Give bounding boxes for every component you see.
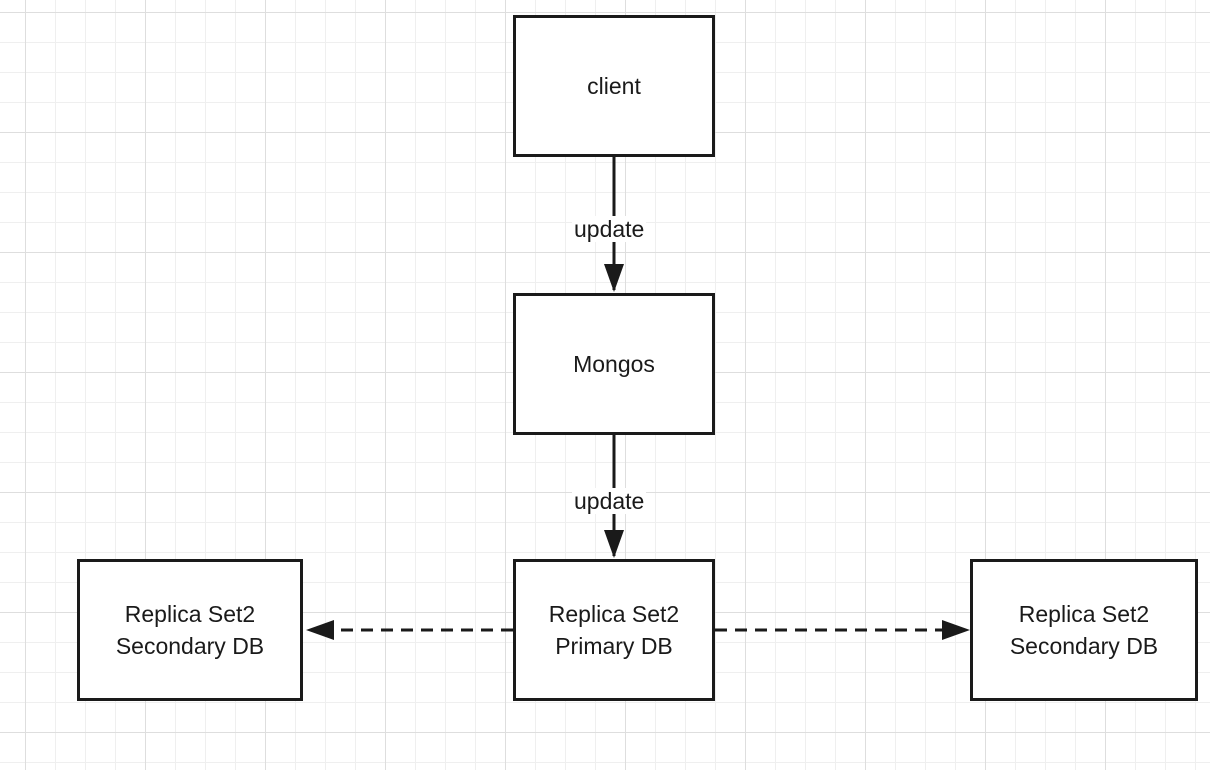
secondary-db-node-left[interactable]: Replica Set2 Secondary DB <box>77 559 303 701</box>
client-node[interactable]: client <box>513 15 715 157</box>
arrowhead-primary-to-secondary-right <box>942 620 970 640</box>
mongos-node[interactable]: Mongos <box>513 293 715 435</box>
edge-label-client-to-mongos: update <box>572 216 647 242</box>
arrowhead-client-to-mongos <box>604 264 624 292</box>
edge-label-mongos-to-primary: update <box>572 488 647 514</box>
primary-db-node[interactable]: Replica Set2 Primary DB <box>513 559 715 701</box>
arrowhead-mongos-to-primary <box>604 530 624 558</box>
secondary-db-node-right[interactable]: Replica Set2 Secondary DB <box>970 559 1198 701</box>
arrowhead-primary-to-secondary-left <box>306 620 334 640</box>
